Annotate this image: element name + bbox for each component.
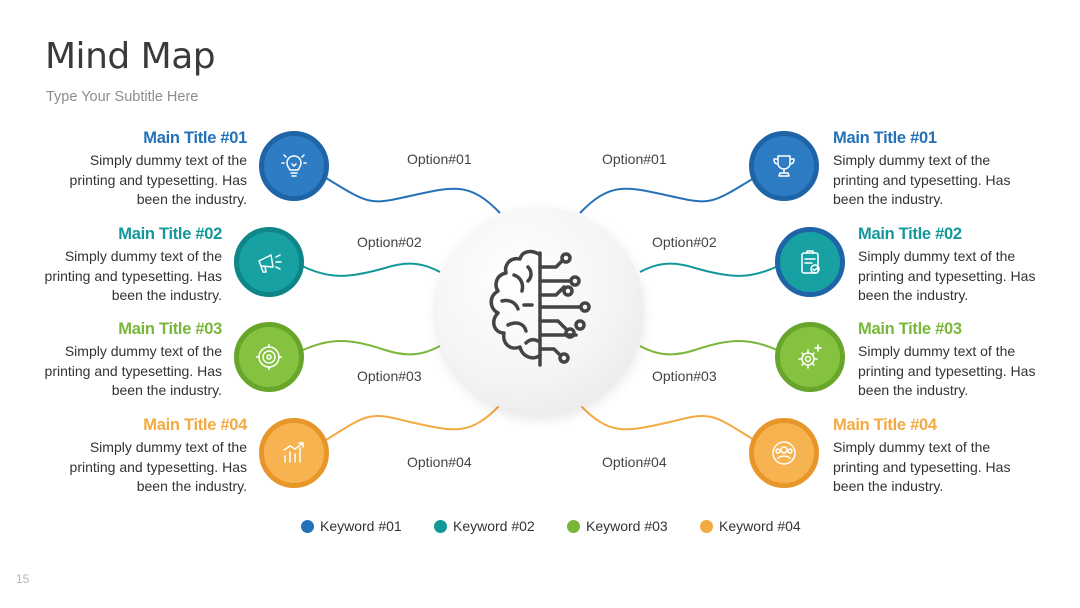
legend-label: Keyword #03: [586, 518, 668, 534]
legend-item-02: Keyword #02: [434, 518, 535, 534]
node-left-01[interactable]: [259, 131, 329, 201]
team-icon: [772, 441, 796, 465]
legend-label: Keyword #01: [320, 518, 402, 534]
legend-item-01: Keyword #01: [301, 518, 402, 534]
gear-cog-icon: [798, 344, 822, 369]
growth-chart-icon: [283, 442, 304, 463]
option-label-left-02: Option#02: [357, 234, 422, 250]
page-number: 15: [16, 572, 30, 586]
main-title: Main Title #03: [858, 320, 962, 338]
page-title: Mind Map: [45, 36, 216, 77]
node-left-02[interactable]: [234, 227, 304, 297]
main-title: Main Title #04: [833, 416, 937, 434]
node-right-03[interactable]: [775, 322, 845, 392]
option-label-left-01: Option#01: [407, 151, 472, 167]
central-hub: [436, 207, 644, 415]
option-label-right-02: Option#02: [652, 234, 717, 250]
connector-left-04: [325, 404, 501, 441]
target-icon: [256, 344, 282, 370]
connector-right-02: [639, 262, 781, 277]
connector-left-02: [299, 262, 441, 277]
node-right-02[interactable]: [775, 227, 845, 297]
legend-label: Keyword #02: [453, 518, 535, 534]
main-title: Main Title #04: [143, 416, 247, 434]
legend-dot: [301, 519, 314, 533]
megaphone-icon: [258, 254, 282, 273]
trophy-icon: [773, 155, 795, 177]
option-label-left-03: Option#03: [357, 368, 422, 384]
node-left-03[interactable]: [234, 322, 304, 392]
node-left-04[interactable]: [259, 418, 329, 488]
connector-right-01: [579, 177, 755, 214]
connector-right-04: [579, 404, 755, 441]
clipboard-check-icon: [801, 250, 820, 274]
main-title: Main Title #03: [118, 320, 222, 338]
legend-dot: [434, 519, 447, 533]
legend-item-04: Keyword #04: [700, 518, 801, 534]
main-title: Main Title #01: [833, 129, 937, 147]
legend-label: Keyword #04: [719, 518, 801, 534]
option-label-right-04: Option#04: [602, 454, 667, 470]
legend-item-03: Keyword #03: [567, 518, 668, 534]
legend-dot: [700, 519, 713, 533]
legend-dot: [567, 519, 580, 533]
connector-left-03: [302, 340, 441, 356]
brain-circuit-icon: [489, 249, 591, 367]
main-title: Main Title #01: [143, 129, 247, 147]
main-title: Main Title #02: [858, 225, 962, 243]
lightbulb-icon: [281, 154, 307, 177]
connector-left-01: [325, 177, 501, 214]
option-label-left-04: Option#04: [407, 454, 472, 470]
option-label-right-03: Option#03: [652, 368, 717, 384]
node-right-04[interactable]: [749, 418, 819, 488]
connector-right-03: [639, 340, 778, 356]
node-right-01[interactable]: [749, 131, 819, 201]
option-label-right-01: Option#01: [602, 151, 667, 167]
main-title: Main Title #02: [118, 225, 222, 243]
page-subtitle: Type Your Subtitle Here: [46, 89, 199, 105]
